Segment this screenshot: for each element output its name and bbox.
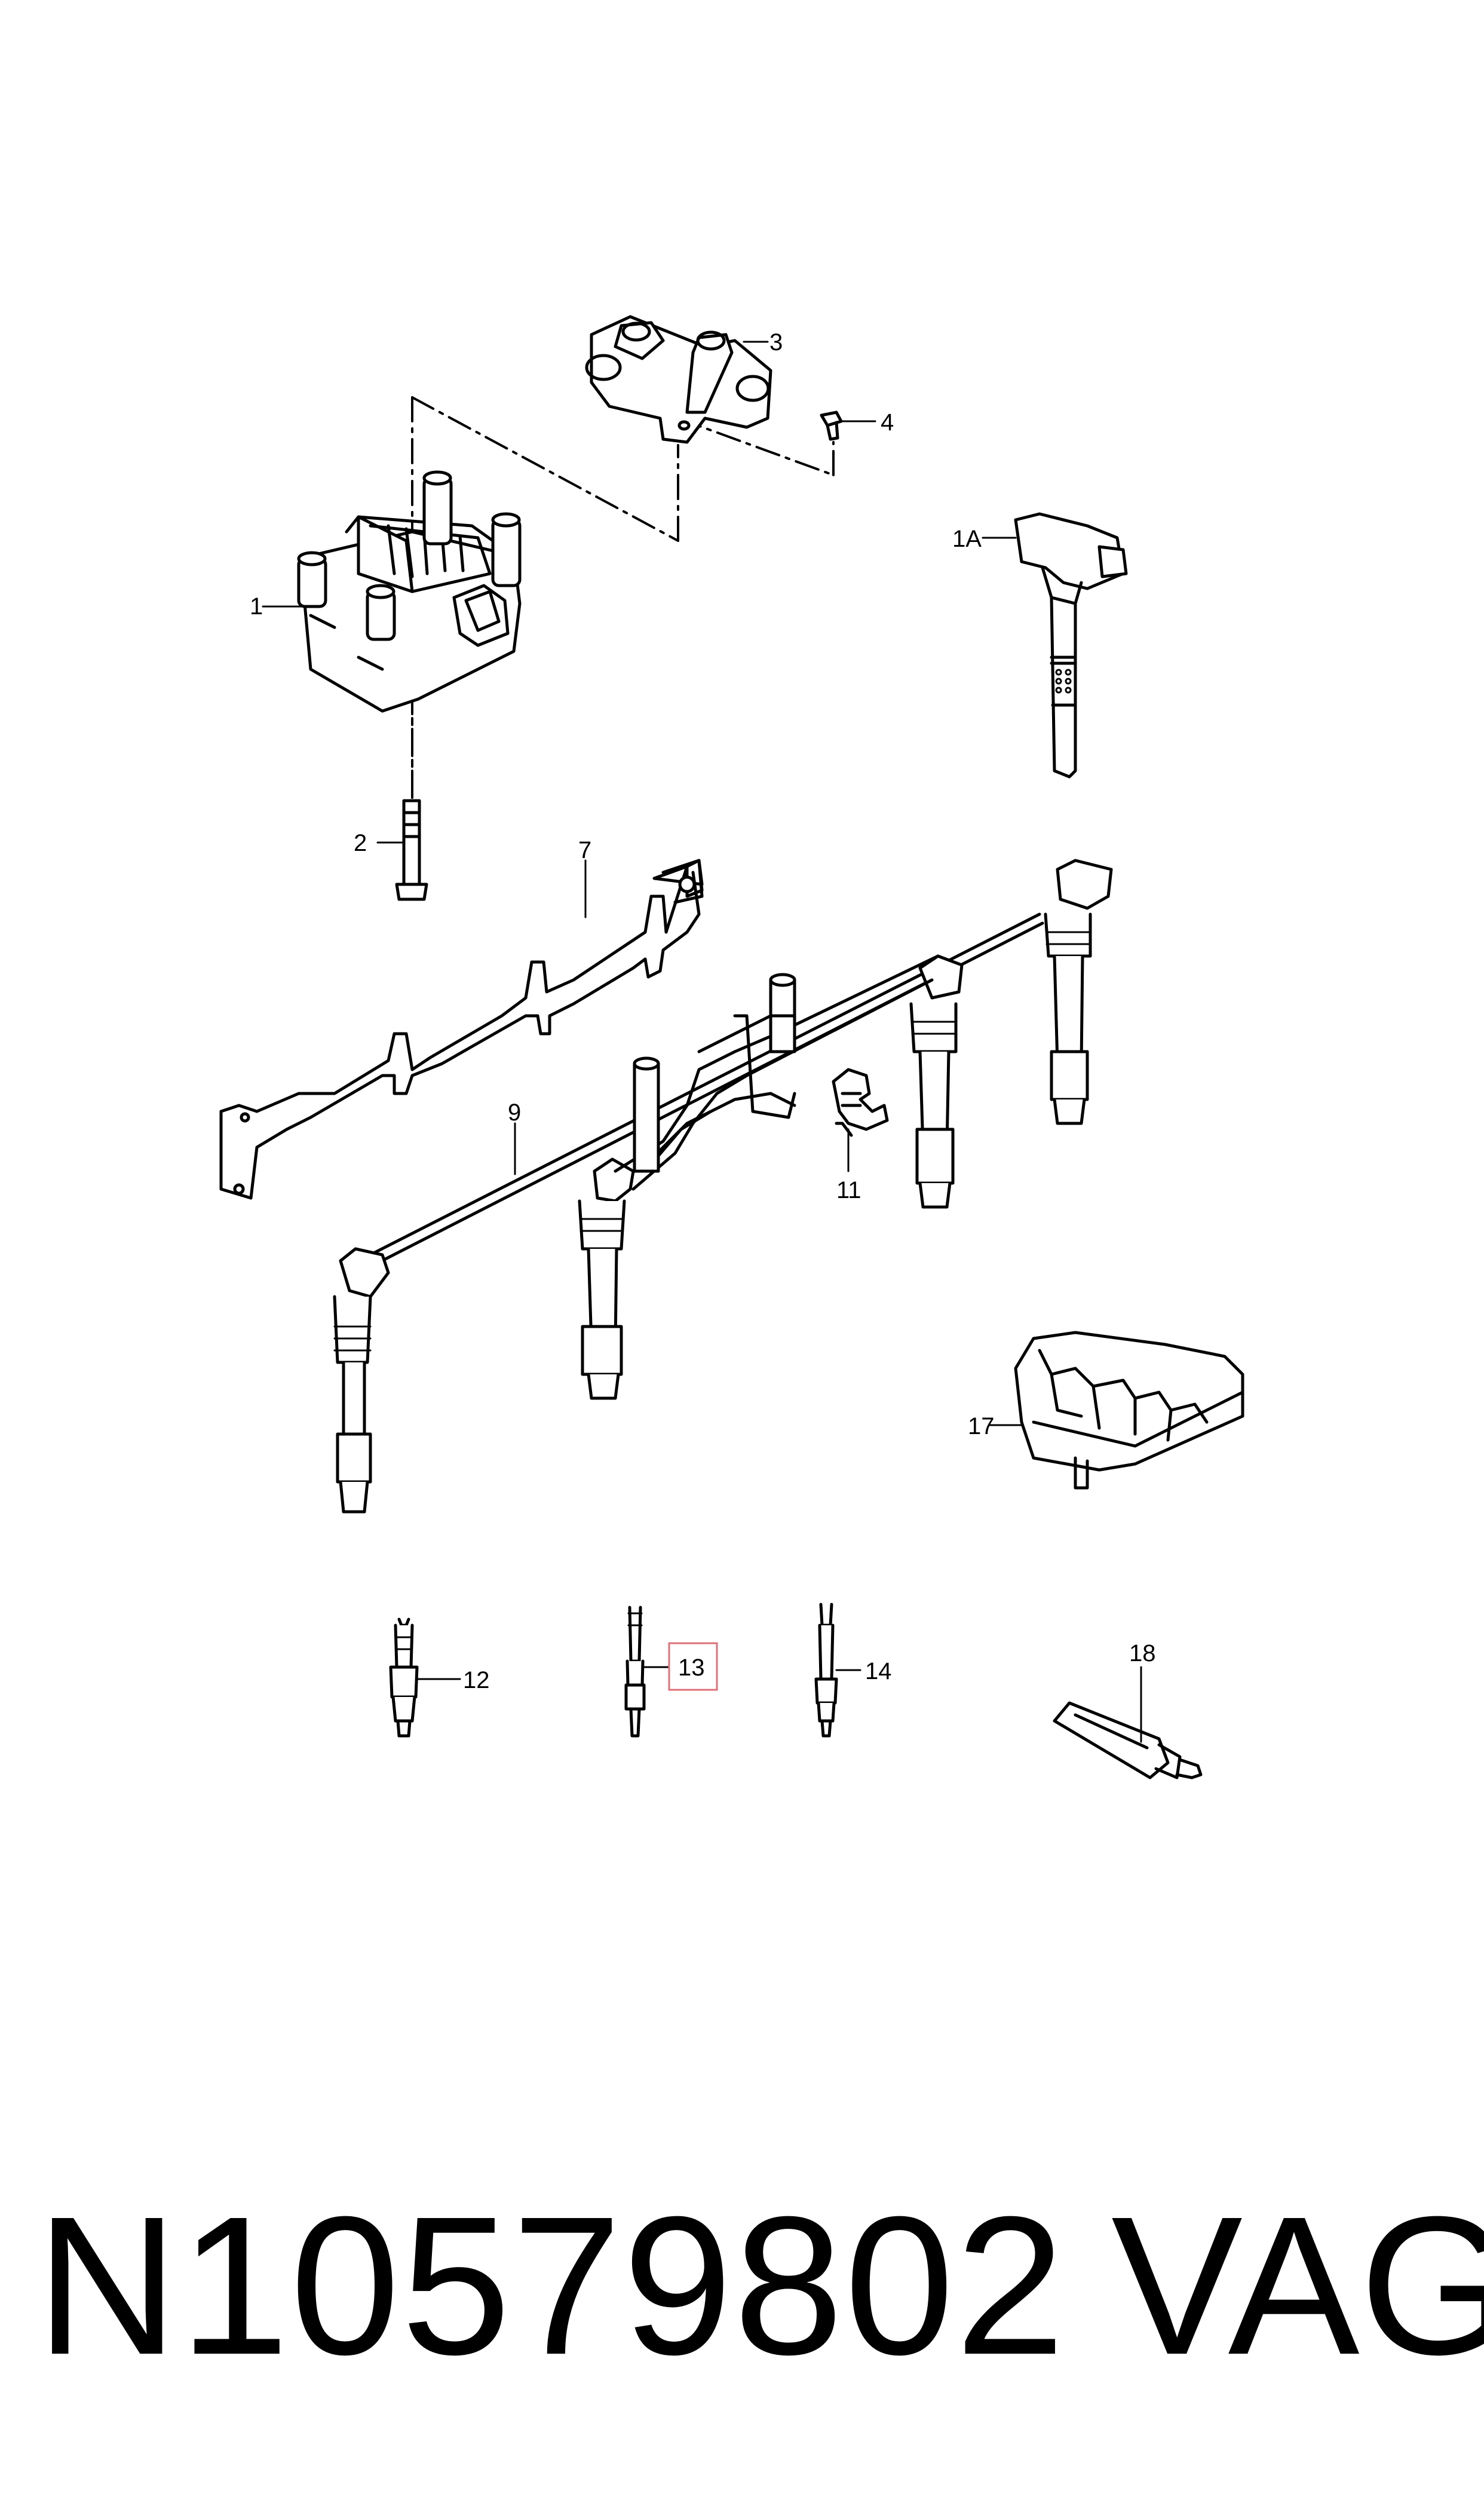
highlight-box — [668, 1642, 718, 1691]
single-coil-part — [1014, 512, 1128, 779]
callout-3: 3 — [769, 329, 783, 356]
parts-diagram: 1 1A 2 3 4 7 9 11 12 13 14 17 18 — [219, 315, 1244, 1779]
callout-1: 1 — [250, 593, 263, 620]
callout-12: 12 — [463, 1667, 490, 1693]
bracket-part — [585, 315, 772, 444]
grease-tube-part — [1053, 1701, 1203, 1779]
callout-4: 4 — [881, 409, 894, 436]
callout-9: 9 — [508, 1099, 521, 1126]
brand-label: VAG — [1111, 2175, 1484, 2396]
cable-holder-part — [1014, 1331, 1244, 1490]
callout-7: 7 — [578, 837, 591, 863]
callout-2: 2 — [354, 830, 367, 856]
glow-plug-alt-part — [814, 1603, 838, 1738]
bolt-part — [395, 799, 428, 901]
leader-lines — [262, 341, 1142, 1743]
callout-1a: 1A — [952, 526, 982, 552]
callout-11: 11 — [836, 1177, 861, 1203]
glow-plug-part — [624, 1606, 646, 1738]
part-number: N10579802 — [36, 2175, 1066, 2396]
callout-14: 14 — [865, 1658, 892, 1684]
ignition-leads-part — [333, 859, 1113, 1514]
ignition-coil-part — [297, 470, 522, 713]
callout-13: 13 — [678, 1655, 705, 1681]
screw-small-part — [820, 411, 843, 441]
callout-18: 18 — [1129, 1640, 1156, 1667]
spark-plug-part — [389, 1618, 419, 1738]
clip-part — [832, 1068, 889, 1137]
cable-guide-part — [219, 859, 704, 1200]
callout-17: 17 — [968, 1413, 995, 1439]
